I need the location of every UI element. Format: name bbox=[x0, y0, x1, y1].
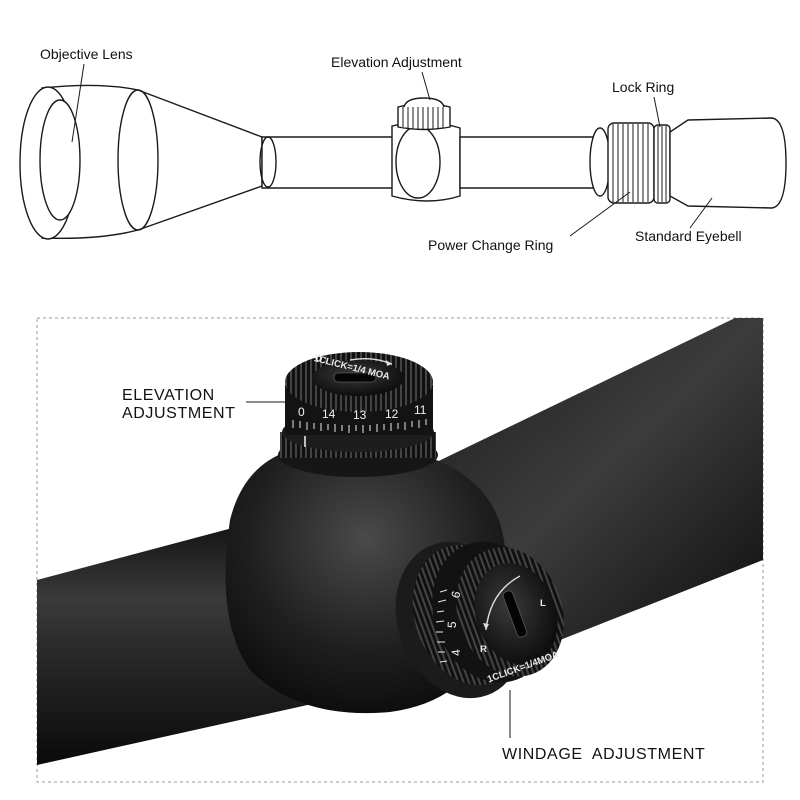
windage-cap-slot bbox=[502, 590, 528, 638]
label-elevation-line2: ADJUSTMENT bbox=[122, 405, 236, 422]
windage-scale-4: 4 bbox=[449, 648, 464, 656]
label-windage-adjustment: WINDAGE ADJUSTMENT bbox=[502, 746, 705, 763]
windage-letter-r: R bbox=[480, 644, 487, 655]
photo-leader-lines bbox=[246, 401, 511, 738]
elevation-knob-drawing bbox=[397, 102, 451, 131]
label-elevation-adjustment-top: Elevation Adjustment bbox=[331, 54, 462, 70]
label-elevation-line1: ELEVATION bbox=[122, 387, 215, 404]
elevation-knob-cap bbox=[403, 97, 445, 108]
elevation-cap-letter: U bbox=[313, 352, 325, 365]
elevation-scale-12: 12 bbox=[385, 407, 399, 421]
tube-joint bbox=[259, 136, 277, 188]
elevation-scale-11: 11 bbox=[414, 403, 427, 417]
windage-arrow-head bbox=[483, 623, 489, 630]
elevation-scale-14: 14 bbox=[322, 407, 336, 421]
windage-scale-ticks bbox=[435, 589, 448, 663]
photo-dashed-border bbox=[36, 317, 764, 783]
windage-scale-6: 6 bbox=[448, 589, 463, 599]
windage-letter-l: L bbox=[540, 598, 546, 609]
rear-tube bbox=[459, 136, 599, 189]
elevation-cap-slot bbox=[333, 372, 377, 383]
elevation-arrow-head bbox=[386, 360, 392, 366]
power-change-ring-drawing bbox=[607, 122, 655, 204]
scope-photo: 0 14 13 12 11 1CLICK=1/4 MOA U 6 5 4 1CL… bbox=[37, 318, 763, 765]
eyebell-drawing bbox=[669, 117, 787, 209]
top-leader-lines bbox=[71, 63, 713, 237]
elevation-scale-0: 0 bbox=[298, 405, 305, 419]
label-standard-eyebell: Standard Eyebell bbox=[635, 228, 742, 244]
turret-housing bbox=[391, 121, 461, 202]
line-drawing-scope bbox=[19, 84, 787, 240]
windage-scale-5: 5 bbox=[445, 620, 460, 628]
elevation-scale-ticks bbox=[292, 419, 427, 447]
windage-direction-arrow bbox=[485, 575, 521, 631]
label-objective-lens: Objective Lens bbox=[40, 46, 133, 62]
label-lock-ring: Lock Ring bbox=[612, 79, 674, 95]
objective-lens-rim-inner bbox=[39, 99, 81, 221]
objective-bell-end bbox=[117, 89, 159, 231]
elevation-scale-13: 13 bbox=[353, 408, 367, 422]
label-power-change-ring: Power Change Ring bbox=[428, 237, 553, 253]
rear-tube-end bbox=[589, 127, 611, 197]
